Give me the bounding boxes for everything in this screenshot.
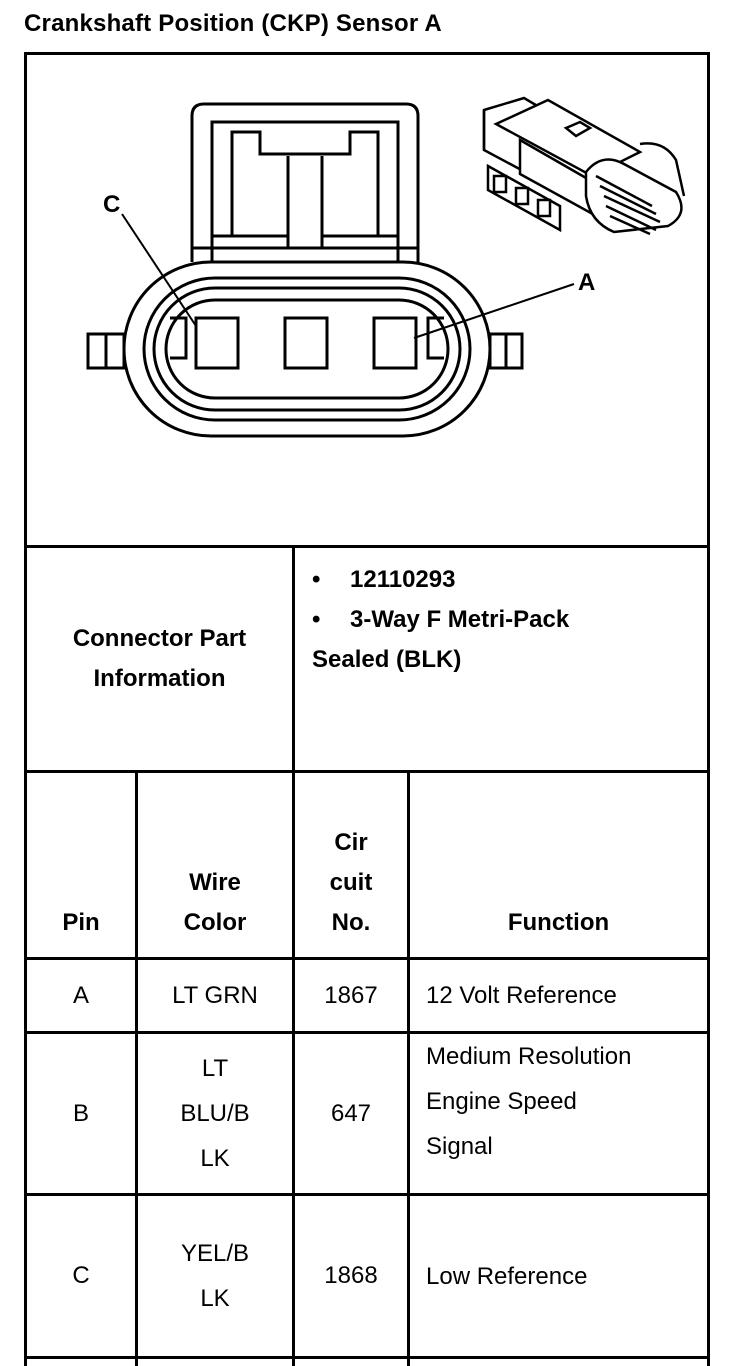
row-b-wire: LT BLU/B LK	[180, 1055, 250, 1172]
row-a-function: 12 Volt Reference	[426, 982, 617, 1009]
bullet-1-text: 12110293	[350, 566, 456, 593]
connector-info-label-line1: Connector Part	[72, 625, 247, 652]
row-a-wire: LT GRN	[172, 981, 258, 1009]
latch-stem	[286, 156, 324, 248]
notch-right	[426, 316, 444, 360]
vline-pin	[135, 770, 138, 1366]
vline-wire	[292, 770, 295, 1366]
latch-t-shape	[230, 130, 380, 236]
cavity-c	[194, 316, 240, 370]
row-b-circuit: 647	[330, 1099, 372, 1127]
frame-right	[707, 52, 710, 1366]
row-a-pin: A	[72, 981, 89, 1009]
bullet-2-dot: •	[312, 606, 321, 633]
divider-info	[24, 770, 710, 773]
connector-info-label: Connector Part Information	[27, 548, 292, 770]
latch-housing	[190, 102, 420, 262]
callout-a: A	[578, 269, 595, 296]
connector-diagram: C A	[86, 96, 686, 438]
notch-left	[170, 316, 188, 360]
oval-ring-4	[164, 298, 450, 400]
leader-c	[121, 213, 197, 327]
row-a-circuit: 1867	[324, 981, 378, 1009]
latch-base	[192, 234, 418, 250]
row-c-pin: C	[72, 1262, 90, 1289]
divider-row-a	[24, 1031, 710, 1034]
oval-ring-3	[152, 286, 462, 412]
frame-bottom	[24, 1356, 710, 1359]
cavity-b	[283, 316, 329, 370]
row-c-wire: YEL/B LK	[180, 1240, 250, 1312]
header-circuit-no: Cir cuit No.	[329, 829, 373, 936]
header-function: Function	[507, 909, 610, 936]
row-c-function: Low Reference	[426, 1262, 588, 1290]
frame-top	[24, 52, 710, 55]
page-title: Crankshaft Position (CKP) Sensor A	[24, 10, 442, 37]
latch-inner	[210, 120, 400, 262]
divider-header	[24, 957, 710, 960]
bullet-2-continuation: Sealed (BLK)	[312, 646, 462, 673]
callout-c: C	[103, 191, 120, 218]
header-pin: Pin	[62, 909, 100, 936]
divider-row-b	[24, 1193, 710, 1196]
row-b-pin: B	[72, 1099, 89, 1127]
leader-a	[413, 283, 575, 339]
row-c-circuit: 1868	[324, 1262, 378, 1289]
vline-circuit	[407, 770, 410, 1366]
oval-ring-2	[142, 276, 472, 422]
bullet-1-dot: •	[312, 566, 321, 593]
row-b-function: Medium Resolution Engine Speed Signal	[426, 1043, 632, 1160]
cavity-a	[372, 316, 418, 370]
frame-left	[24, 52, 27, 1366]
vline-info	[292, 545, 295, 773]
connector-info-label-line2: Information	[93, 665, 226, 692]
header-wire-color: Wire Color	[183, 869, 247, 936]
divider-diagram	[24, 545, 710, 548]
connector-iso-icon	[482, 96, 686, 236]
bullet-2-text: 3-Way F Metri-Pack	[350, 606, 570, 633]
